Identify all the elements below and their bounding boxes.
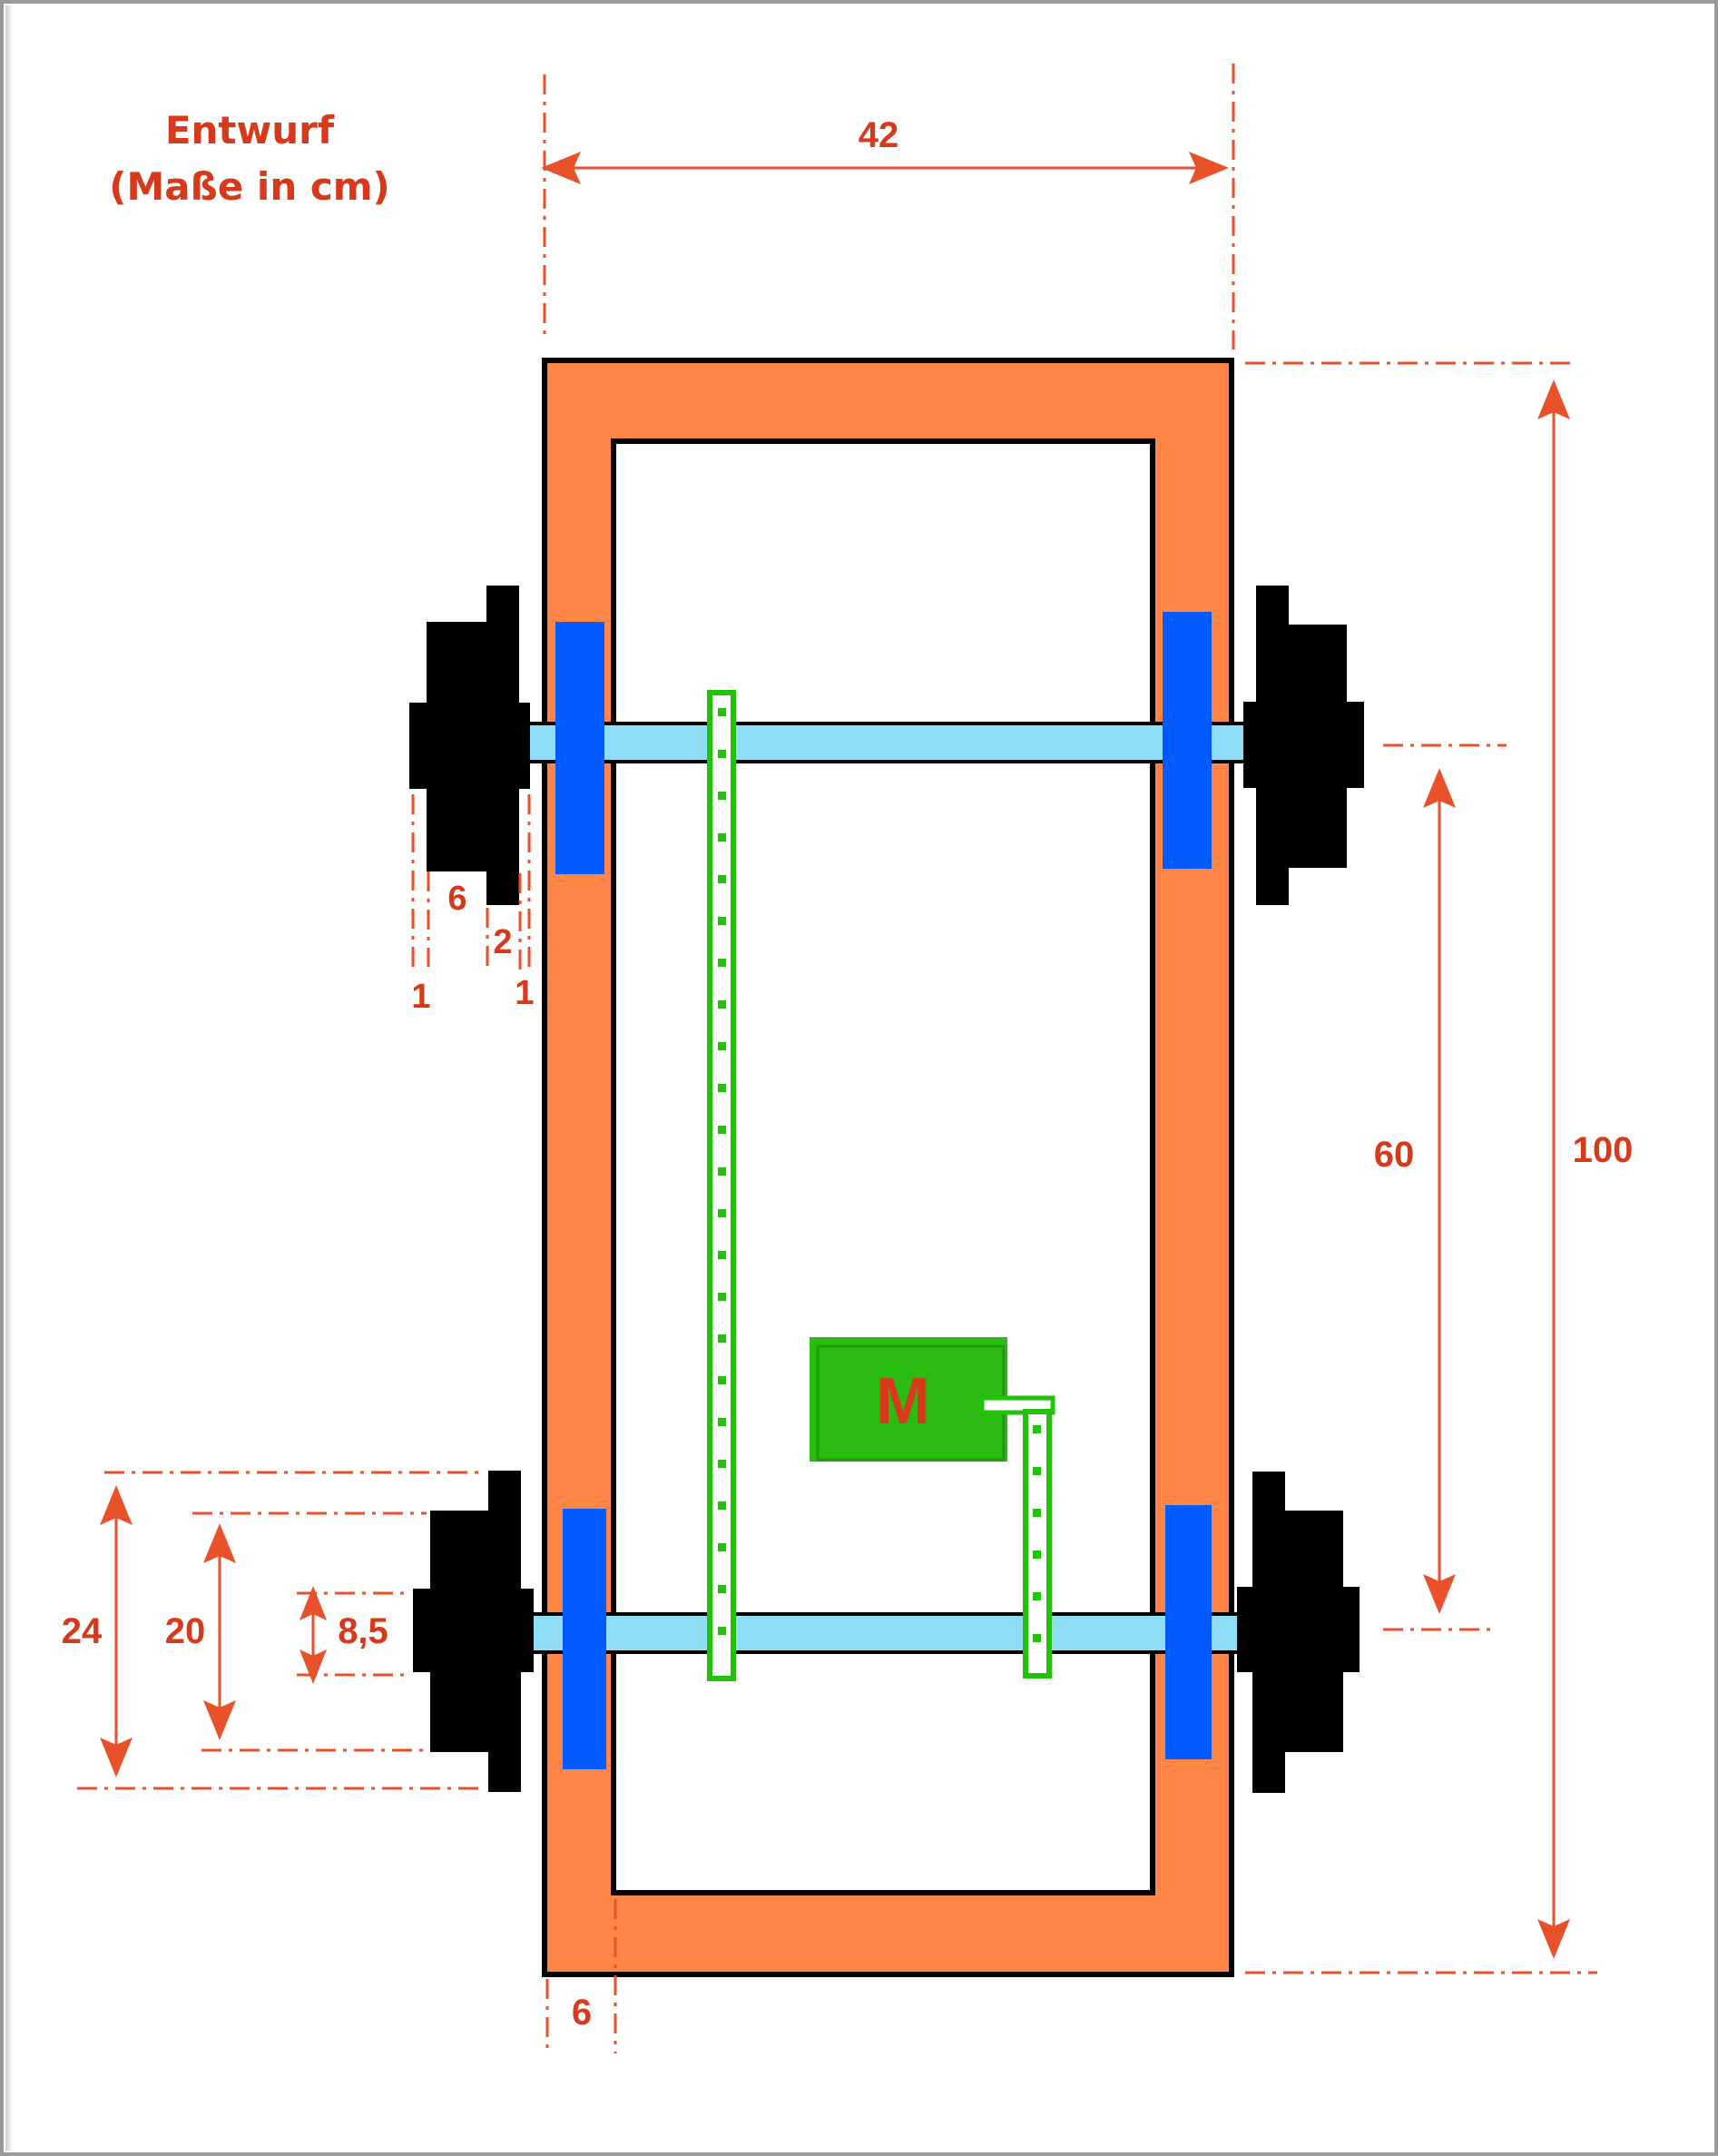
drive-chain-short — [1023, 1409, 1052, 1679]
dimension-gap-left-label: 1 — [411, 978, 430, 1016]
dimension-wheel-outer-label: 24 — [62, 1611, 103, 1651]
chain-link — [718, 959, 726, 967]
dimension-axle-spacing-label: 60 — [1374, 1135, 1415, 1175]
bearing-rear-left — [563, 1509, 606, 1769]
dimension-axle-spacing: 60 — [1374, 743, 1507, 1631]
title-line-1: Entwurf — [165, 108, 335, 153]
dimension-wheel-step-label: 2 — [493, 923, 512, 961]
chain-link — [718, 1084, 726, 1092]
wheel-rear-left — [413, 1471, 534, 1792]
rear-axle — [526, 1612, 1250, 1654]
chain-link — [718, 708, 726, 716]
wheel-front-right — [1243, 586, 1364, 905]
title-line-2: (Maße in cm) — [109, 164, 389, 209]
front-axle — [525, 722, 1250, 763]
chain-link — [718, 750, 726, 758]
chain-link — [718, 1293, 726, 1301]
chain-link — [718, 1251, 726, 1259]
dimension-wheel-width-label: 6 — [447, 880, 466, 918]
chain-link — [718, 1627, 726, 1635]
chain-link — [718, 1585, 726, 1593]
dimension-wheel-heights: 24 20 8,5 — [62, 1471, 486, 1790]
dimension-frame-thickness: 6 — [545, 1899, 617, 2053]
chain-link — [718, 1209, 726, 1217]
chain-link — [718, 792, 726, 800]
frame-opening — [611, 438, 1155, 1895]
dimension-hub-label: 8,5 — [338, 1611, 388, 1651]
wheel-front-left — [409, 586, 530, 905]
bearing-front-left — [555, 622, 604, 874]
chain-link — [718, 917, 726, 925]
dimension-wheel-detail: 6 2 1 1 — [411, 794, 535, 1016]
dimension-width: 42 — [541, 64, 1235, 349]
chain-link — [718, 1334, 726, 1343]
dimension-wheel-inner-label: 20 — [165, 1611, 206, 1651]
chain-link — [718, 833, 726, 842]
chain-link — [718, 1000, 726, 1009]
chain-link — [718, 1376, 726, 1384]
chain-link — [718, 1167, 726, 1176]
chain-link — [1033, 1551, 1041, 1559]
chain-link — [1033, 1592, 1041, 1600]
drive-chain-long — [707, 690, 736, 1681]
motor: M — [810, 1337, 1055, 1462]
chain-link — [718, 1460, 726, 1468]
chassis-frame — [542, 358, 1234, 1977]
dimension-length: 100 — [1245, 361, 1634, 1974]
wheel-rear-right — [1237, 1472, 1360, 1793]
chain-link — [718, 1042, 726, 1050]
dimension-length-label: 100 — [1573, 1130, 1634, 1170]
chain-link — [1033, 1467, 1041, 1475]
chain-link — [718, 1501, 726, 1510]
bearing-rear-right — [1165, 1505, 1212, 1759]
motor-label: M — [876, 1365, 930, 1438]
chain-link — [1033, 1425, 1041, 1433]
dimension-width-label: 42 — [859, 115, 899, 155]
chain-link — [718, 1126, 726, 1134]
dimension-gap-right-label: 1 — [515, 974, 534, 1012]
chain-link — [718, 1418, 726, 1426]
chain-link — [1033, 1509, 1041, 1517]
bearing-front-right — [1163, 612, 1212, 869]
chain-link — [718, 1543, 726, 1551]
dimension-frame-thickness-label: 6 — [572, 1993, 592, 2033]
chain-link — [718, 875, 726, 883]
chain-link — [1033, 1634, 1041, 1642]
